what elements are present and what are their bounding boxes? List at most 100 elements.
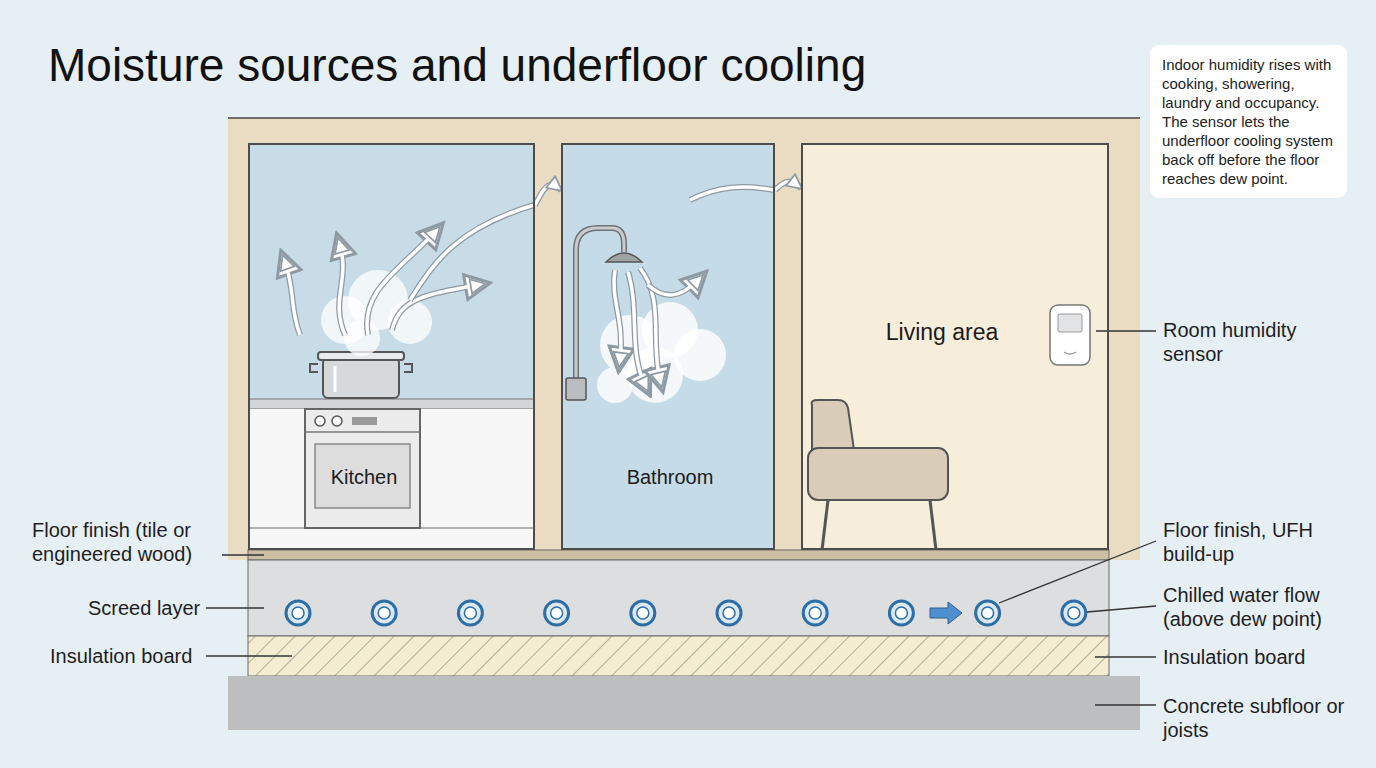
airflow-arrow-outline [775, 182, 801, 190]
steam-arrow [392, 285, 478, 330]
oven [352, 417, 377, 425]
steam-arrow [367, 232, 435, 335]
leader-line [1096, 330, 1156, 331]
chilled-water-pipe [637, 607, 649, 619]
shower-arrow [614, 187, 774, 385]
room-fill [561, 143, 775, 550]
chilled-water-pipe [717, 601, 741, 625]
leader-line [206, 331, 1156, 705]
room-panel: Kitchen [248, 143, 535, 550]
armchair [808, 448, 948, 500]
oven [315, 416, 325, 426]
chilled-water-pipe [809, 607, 821, 619]
shower-arrow [648, 280, 698, 295]
chilled-water-pipe [631, 601, 655, 625]
chilled-water-pipe [551, 607, 563, 619]
shower-arrow [614, 270, 621, 360]
armchair [930, 500, 936, 550]
insulation-board [248, 636, 1109, 676]
diagram-title: Moisture sources and underfloor cooling [48, 38, 866, 92]
oven [332, 416, 342, 426]
chilled-water-pipe [286, 601, 1086, 625]
part-label: Screed layer [88, 596, 228, 620]
screed-layer [248, 560, 1109, 636]
airflow-arrow-outline [535, 185, 561, 205]
room-label: Living area [867, 319, 1017, 347]
airflow-arrow [535, 185, 561, 205]
steam-arrow [285, 205, 534, 335]
leader-line [222, 554, 264, 555]
steam-arrow [285, 262, 300, 335]
chilled-water-pipe [292, 607, 304, 619]
insulation-board [248, 636, 1109, 676]
shower-arrow [628, 272, 645, 385]
leader-line [206, 607, 264, 608]
steam-arrow [285, 262, 300, 335]
steam-cloud [344, 320, 380, 356]
cooking-pot [310, 364, 412, 372]
leader-line [999, 541, 1156, 603]
chilled-water-pipe [545, 601, 569, 625]
chilled-water-pipe [378, 607, 390, 619]
steam-arrow [339, 245, 345, 335]
part-label: Floor finish, UFH build-up [1163, 518, 1348, 566]
shower-arrow [628, 272, 645, 385]
chilled-water-pipe [458, 601, 482, 625]
cooking-pot [323, 358, 399, 398]
cooking-pot [310, 352, 412, 398]
house-wall [228, 118, 1140, 560]
shower-arrow [614, 270, 621, 360]
leader-line [206, 655, 292, 656]
chilled-water-pipe [286, 601, 310, 625]
steam-arrow [392, 285, 478, 330]
room-fill [248, 143, 1109, 550]
room-label: Kitchen [304, 465, 424, 489]
leader-line [1095, 656, 1156, 657]
airflow-arrow [775, 182, 801, 190]
note-box: Indoor humidity rises with cooking, show… [1150, 45, 1347, 198]
cooking-pot [334, 366, 337, 392]
part-label: Room humidity sensor [1163, 318, 1338, 366]
concrete-subfloor [228, 676, 1140, 730]
part-label: Insulation board [1163, 645, 1363, 669]
kitchen-counter [249, 409, 534, 549]
floor-finish [248, 550, 1109, 560]
screed-layer [248, 560, 1109, 636]
chilled-water-pipe [464, 607, 476, 619]
chilled-water-pipe [976, 601, 1000, 625]
flow-arrow [930, 602, 962, 624]
chilled-water-pipe [982, 607, 994, 619]
shower-arrow [690, 187, 774, 200]
house-wall [228, 117, 1140, 119]
floor-finish [248, 550, 1109, 560]
humidity-sensor [1050, 305, 1090, 365]
chilled-water-pipe [895, 607, 907, 619]
leader-line [1087, 606, 1156, 612]
humidity-sensor [1050, 305, 1090, 365]
armchair [808, 400, 948, 550]
steam-arrow [410, 205, 534, 300]
part-label: Insulation board [50, 644, 220, 668]
chilled-water-pipe [889, 601, 913, 625]
armchair [812, 400, 854, 450]
house-wall [228, 118, 1140, 560]
concrete-subfloor [228, 676, 1140, 730]
note-text: Indoor humidity rises with cooking, show… [1162, 55, 1335, 188]
room-label: Bathroom [610, 465, 730, 489]
kitchen-counter [249, 399, 534, 409]
steam-arrow [339, 245, 345, 335]
chilled-water-pipe [803, 601, 827, 625]
oven [305, 431, 420, 433]
room-fill [801, 143, 1109, 550]
armchair [822, 500, 828, 550]
airflow-arrow-body [535, 185, 561, 205]
room-fill [248, 143, 535, 550]
part-label: Chilled water flow (above dew point) [1163, 583, 1363, 631]
humidity-sensor [1064, 352, 1076, 354]
shower [566, 378, 586, 400]
kitchen-counter [249, 399, 534, 549]
chilled-water-pipe [723, 607, 735, 619]
shower-arrow [690, 187, 774, 200]
part-label: Floor finish (tile or engineered wood) [32, 518, 224, 566]
